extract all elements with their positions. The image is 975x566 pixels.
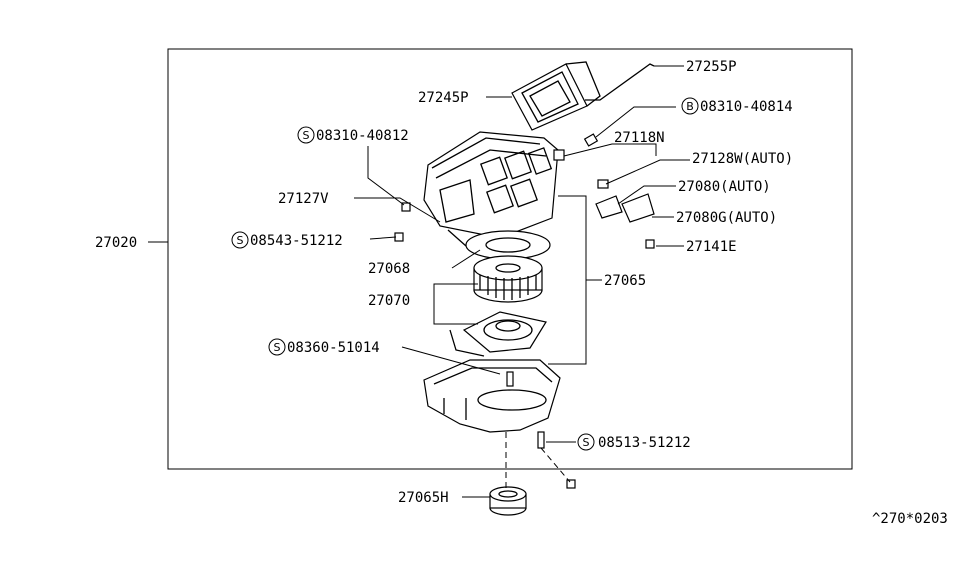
reference-code: ^270*0203	[872, 511, 948, 527]
screw-symbol-s3	[268, 338, 286, 356]
screw-symbol-s	[297, 126, 315, 144]
bolt-symbol-b	[681, 97, 699, 115]
label-08310-40814: 08310-40814	[700, 99, 793, 115]
label-08543-51212: 08543-51212	[250, 233, 343, 249]
label-08310-40812: 08310-40812	[316, 128, 409, 144]
filter-cover-drawing	[511, 61, 601, 131]
label-27127V: 27127V	[278, 191, 329, 207]
axis-line-screw	[540, 447, 571, 483]
label-27065H: 27065H	[398, 490, 449, 506]
label-27080G: 27080G(AUTO)	[676, 210, 777, 226]
label-27245P: 27245P	[418, 90, 469, 106]
label-08513-51212: 08513-51212	[598, 435, 691, 451]
label-27070: 27070	[368, 293, 410, 309]
grommet-drawing	[489, 486, 527, 516]
label-27141E: 27141E	[686, 239, 737, 255]
ring-drawing	[465, 230, 551, 260]
svg-text:B: B	[686, 100, 694, 113]
rod-drawing	[585, 63, 655, 101]
svg-text:S: S	[237, 234, 244, 247]
svg-text:S: S	[274, 341, 281, 354]
screw-symbol-s2	[231, 231, 249, 249]
label-27080: 27080(AUTO)	[678, 179, 771, 195]
svg-text:S: S	[583, 436, 590, 449]
lower-case-drawing	[423, 359, 561, 433]
screw-symbol-s4	[577, 433, 595, 451]
label-27128W: 27128W(AUTO)	[692, 151, 793, 167]
label-27255P: 27255P	[686, 59, 737, 75]
assembly-part-number: 27020	[95, 235, 137, 251]
blower-fan-drawing	[473, 255, 543, 303]
label-08360-51014: 08360-51014	[287, 340, 380, 356]
screw-drawings	[394, 133, 655, 489]
label-27118N: 27118N	[614, 130, 665, 146]
label-27068: 27068	[368, 261, 410, 277]
svg-text:S: S	[303, 129, 310, 142]
assembly-frame	[167, 48, 853, 470]
label-27065: 27065	[604, 273, 646, 289]
motor-drawing	[449, 311, 547, 357]
